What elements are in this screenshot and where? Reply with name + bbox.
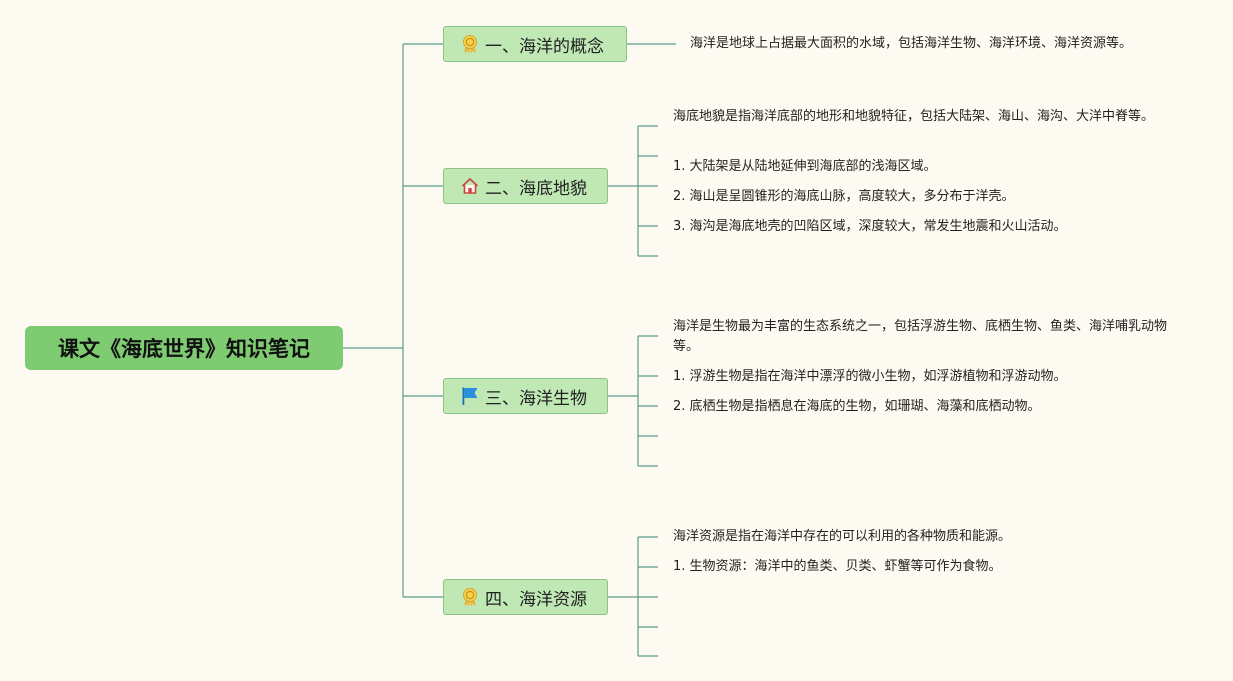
branch-node-concept[interactable]: 一、海洋的概念 bbox=[443, 26, 627, 62]
branch-title: 四、海洋资源 bbox=[485, 589, 587, 610]
leaf-text[interactable]: 海底地貌是指海洋底部的地形和地貌特征，包括大陆架、海山、海沟、大洋中脊等。 bbox=[673, 109, 1155, 124]
leaf-text[interactable]: 2. 底栖生物是指栖息在海底的生物，如珊瑚、海藻和底栖动物。 bbox=[673, 399, 1041, 414]
branch-3-leaf-ticks bbox=[638, 335, 658, 467]
house-icon bbox=[460, 176, 480, 196]
branch-title: 一、海洋的概念 bbox=[485, 36, 604, 57]
branch-2-leaf-ticks bbox=[638, 125, 658, 257]
branch-title: 二、海底地貌 bbox=[485, 178, 587, 199]
branch-title: 三、海洋生物 bbox=[485, 388, 587, 409]
leaf-text[interactable]: 海洋资源是指在海洋中存在的可以利用的各种物质和能源。 bbox=[673, 529, 1012, 544]
leaf-text[interactable]: 2. 海山是呈圆锥形的海底山脉，高度较大，多分布于洋壳。 bbox=[673, 189, 1015, 204]
award-ribbon-icon bbox=[460, 34, 480, 54]
leaf-text[interactable]: 海洋是地球上占据最大面积的水域，包括海洋生物、海洋环境、海洋资源等。 bbox=[690, 36, 1133, 51]
leaf-text[interactable]: 1. 大陆架是从陆地延伸到海底部的浅海区域。 bbox=[673, 159, 937, 174]
branch-node-marine-life[interactable]: 三、海洋生物 bbox=[443, 378, 608, 414]
root-node[interactable]: 课文《海底世界》知识笔记 bbox=[25, 326, 343, 370]
flag-icon bbox=[460, 386, 480, 406]
branch-4-leaf-ticks bbox=[638, 536, 658, 657]
leaf-text[interactable]: 海洋是生物最为丰富的生态系统之一，包括浮游生物、底栖生物、鱼类、海洋哺乳动物等。 bbox=[673, 319, 1168, 354]
branch-node-seabed-landform[interactable]: 二、海底地貌 bbox=[443, 168, 608, 204]
leaf-text[interactable]: 1. 浮游生物是指在海洋中漂浮的微小生物，如浮游植物和浮游动物。 bbox=[673, 369, 1067, 384]
leaf-text[interactable]: 1. 生物资源：海洋中的鱼类、贝类、虾蟹等可作为食物。 bbox=[673, 559, 1002, 574]
leaf-text[interactable]: 3. 海沟是海底地壳的凹陷区域，深度较大，常发生地震和火山活动。 bbox=[673, 219, 1067, 234]
award-ribbon-icon bbox=[460, 587, 480, 607]
branch-node-marine-resources[interactable]: 四、海洋资源 bbox=[443, 579, 608, 615]
root-title: 课文《海底世界》知识笔记 bbox=[58, 337, 310, 361]
